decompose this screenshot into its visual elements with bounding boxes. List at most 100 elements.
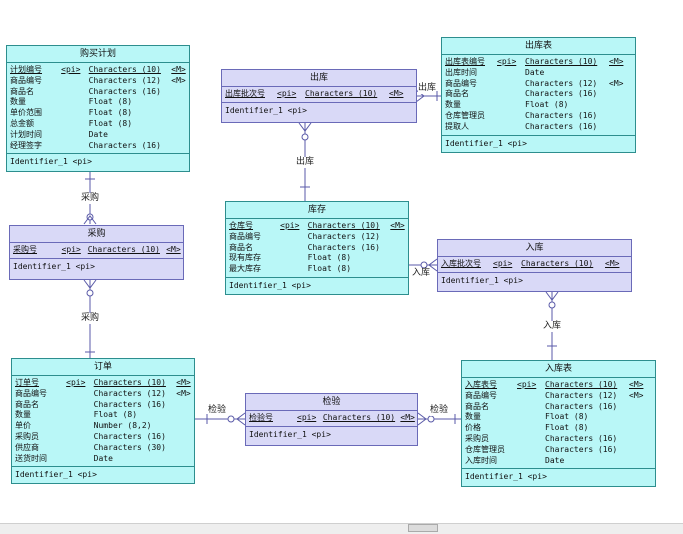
entity-title: 订单: [12, 359, 194, 376]
entity-purchase[interactable]: 采购采购号<pi>Characters (10)<M>Identifier_1 …: [9, 225, 184, 280]
attribute-type: Characters (16): [545, 433, 618, 443]
attribute-type: Characters (10): [307, 221, 380, 230]
attribute-row[interactable]: 单价 Number (8,2): [15, 421, 194, 432]
attribute-row[interactable]: 计划编号<pi>Characters (10)<M>: [10, 65, 189, 76]
identifier-list: Identifier_1 <pi>: [15, 470, 97, 480]
attribute-name: 数量: [10, 97, 26, 107]
attribute-mandatory: <M>: [390, 221, 405, 230]
attribute-row[interactable]: 采购员 Characters (16): [465, 434, 655, 445]
attribute-type: Characters (12): [307, 231, 380, 241]
attribute-key: <pi>: [66, 378, 86, 387]
attribute-type: Characters (30): [93, 442, 166, 452]
attribute-row[interactable]: 入库表号<pi>Characters (10)<M>: [465, 380, 655, 391]
attribute-type: Characters (16): [93, 399, 166, 409]
attribute-row[interactable]: 出库批次号<pi>Characters (10)<M>: [225, 89, 416, 100]
attribute-name: 现有库存: [229, 253, 261, 263]
attribute-key: [66, 400, 94, 411]
entity-inspection[interactable]: 检验检验号<pi>Characters (10)<M>Identifier_1 …: [245, 393, 418, 446]
attribute-name: 单价: [15, 421, 31, 431]
attribute-name: 经理签字: [10, 140, 42, 150]
attribute-name: 提取人: [445, 121, 469, 131]
attribute-mandatory: <M>: [629, 380, 644, 389]
attribute-row[interactable]: 采购号<pi>Characters (10)<M>: [13, 245, 183, 256]
attribute-name: 采购员: [465, 433, 489, 443]
attribute-name: 仓库管理员: [465, 444, 505, 454]
attribute-key: [61, 141, 89, 152]
attribute-mandatory: [171, 141, 189, 152]
attribute-name: 商品名: [445, 89, 469, 99]
attribute-mandatory: <M>: [629, 390, 644, 400]
attribute-mandatory: [176, 432, 194, 443]
attribute-row[interactable]: 仓库号 <pi> Characters (10) <M>: [229, 221, 408, 232]
attribute-list: 检验号<pi>Characters (10)<M>: [246, 411, 417, 427]
rel-label-outbound-list: 出库: [418, 83, 437, 94]
attribute-name: 计划时间: [10, 129, 42, 139]
attribute-key: <pi>: [280, 221, 300, 230]
attribute-type: Float (8): [545, 423, 589, 433]
attribute-key: [517, 412, 545, 423]
attribute-list: 出库批次号<pi>Characters (10)<M>: [222, 87, 416, 103]
scrollbar-thumb[interactable]: [408, 524, 438, 532]
attribute-mandatory: <M>: [605, 259, 620, 268]
horizontal-scrollbar[interactable]: [0, 523, 683, 534]
entity-inbound[interactable]: 入库入库批次号<pi>Characters (10)<M>Identifier_…: [437, 239, 632, 292]
rel-label-plan-purchase: 采购: [81, 193, 100, 204]
attribute-key: [61, 87, 89, 98]
attribute-row[interactable]: 检验号<pi>Characters (10)<M>: [249, 413, 417, 424]
attribute-key: [280, 243, 308, 254]
attribute-name: 出库批次号: [225, 89, 265, 98]
attribute-mandatory: [629, 412, 647, 423]
entity-outbound[interactable]: 出库出库批次号<pi>Characters (10)<M>Identifier_…: [221, 69, 417, 123]
attribute-key: [66, 389, 94, 400]
attribute-row[interactable]: 入库批次号<pi>Characters (10)<M>: [441, 259, 631, 270]
entity-title: 出库: [222, 70, 416, 87]
attribute-type: Float (8): [88, 97, 133, 107]
entity-title: 采购: [10, 226, 183, 243]
attribute-row[interactable]: 数量 Float (8): [10, 97, 189, 108]
attribute-type: Number (8,2): [93, 421, 152, 431]
attribute-row[interactable]: 出库表编号<pi>Characters (10)<M>: [445, 57, 635, 68]
identifier-list: Identifier_1 <pi>: [441, 275, 523, 285]
attribute-name: 仓库号: [229, 221, 253, 230]
attribute-mandatory: [390, 232, 408, 243]
attribute-key: [497, 122, 525, 133]
attribute-row[interactable]: 订单号<pi>Characters (10)<M>: [15, 378, 194, 389]
attribute-name: 出库表编号: [445, 57, 485, 66]
attribute-key: <pi>: [517, 380, 537, 389]
